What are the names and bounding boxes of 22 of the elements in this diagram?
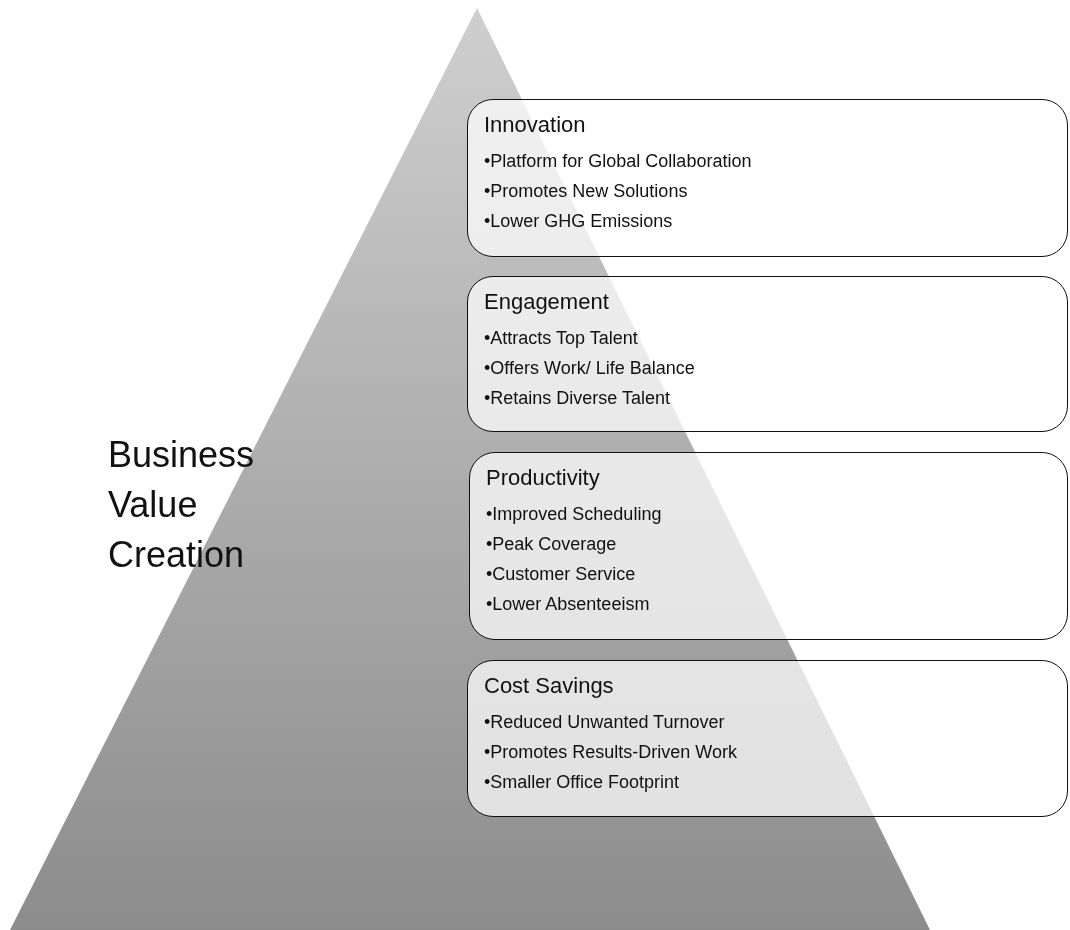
card-heading: Cost Savings [484, 673, 614, 699]
bullet-item: •Reduced Unwanted Turnover [484, 711, 725, 734]
bullet-item: •Platform for Global Collaboration [484, 150, 752, 173]
card-heading: Productivity [486, 465, 600, 491]
bullet-item: •Offers Work/ Life Balance [484, 357, 695, 380]
bullet-item: •Peak Coverage [486, 533, 617, 556]
bullet-item: •Attracts Top Talent [484, 327, 638, 350]
bullet-item: •Smaller Office Footprint [484, 771, 680, 794]
bullet-item: •Customer Service [486, 563, 636, 586]
card-heading: Innovation [484, 112, 586, 138]
category-card [467, 660, 1068, 817]
category-card [467, 99, 1068, 257]
bullet-item: •Promotes Results-Driven Work [484, 741, 738, 764]
category-card [469, 452, 1068, 640]
card-heading: Engagement [484, 289, 609, 315]
bullet-item: •Promotes New Solutions [484, 180, 688, 203]
bullet-item: •Lower Absenteeism [486, 593, 650, 616]
pyramid-title: Business Value Creation [108, 433, 256, 577]
bullet-item: •Improved Scheduling [486, 503, 662, 526]
bullet-item: •Retains Diverse Talent [484, 387, 671, 410]
bullet-item: •Lower GHG Emissions [484, 210, 673, 233]
category-card [467, 276, 1068, 432]
